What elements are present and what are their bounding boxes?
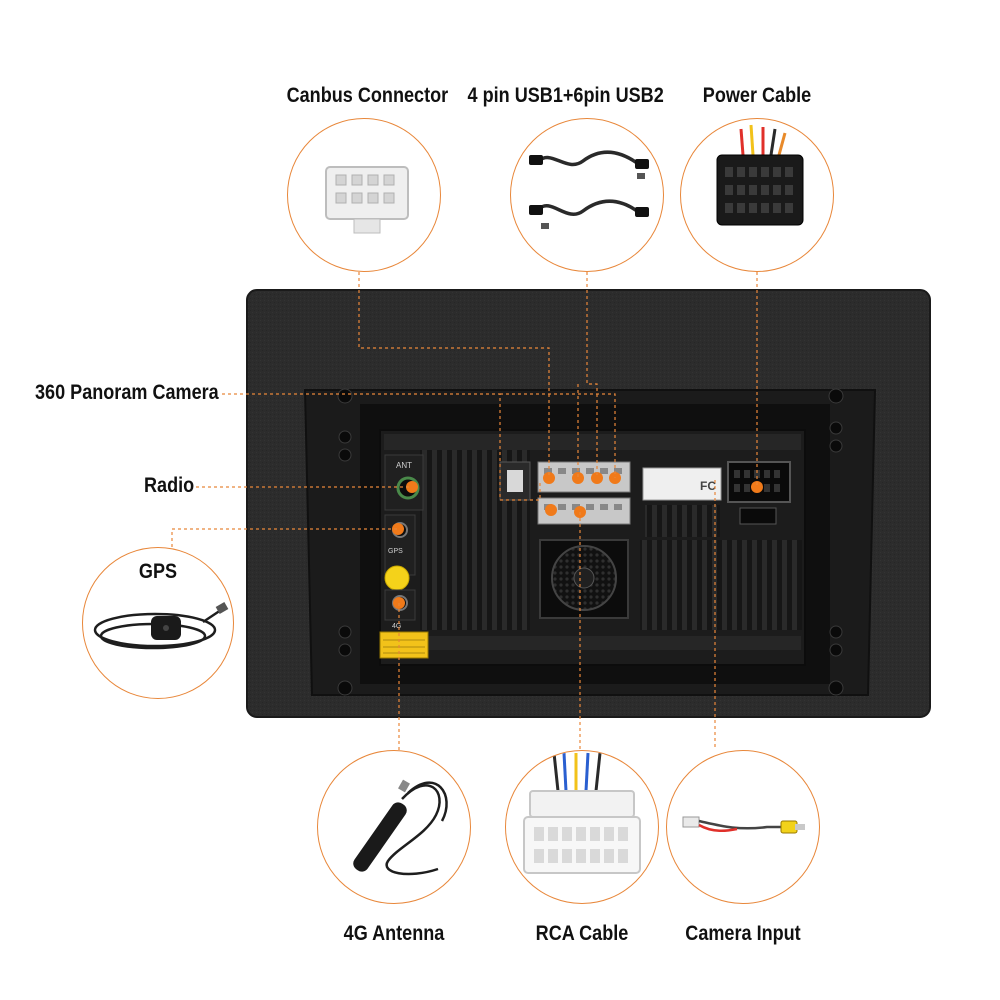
panorama-label: 360 Panoram Camera <box>35 381 219 404</box>
rca-port-dot-1 <box>545 504 557 516</box>
radio-port-dot <box>406 481 418 493</box>
fcc-marking: FC <box>700 479 716 493</box>
camera-input-label: Camera Input <box>685 922 801 945</box>
usb-cable-pair-icon <box>529 150 649 229</box>
gps-label: GPS <box>138 560 178 583</box>
radio-label: Radio <box>144 474 195 497</box>
usb1-port-dot <box>572 472 584 484</box>
power-port-dot <box>751 481 763 493</box>
usb-label: 4 pin USB1+6pin USB2 <box>467 84 664 107</box>
usb2-port-dot <box>591 472 603 484</box>
camera-port <box>507 470 523 492</box>
camera-input-circle <box>666 750 820 904</box>
gps-marking: GPS <box>388 548 403 555</box>
canbus-label: Canbus Connector <box>286 84 449 107</box>
panorama-port-dot <box>609 472 621 484</box>
gps-antenna-puck-icon <box>93 602 229 650</box>
warning-sticker <box>384 565 410 591</box>
usb-cable-circle <box>510 118 664 272</box>
power-cable-circle <box>680 118 834 272</box>
white-multipin-connector-icon <box>325 166 409 234</box>
rca-cable-circle <box>505 750 659 904</box>
fcc-label <box>642 467 722 501</box>
rca-port-dot-2 <box>574 506 586 518</box>
serial-label <box>379 631 429 659</box>
ant-marking: ANT <box>396 461 412 470</box>
4g-stick-antenna-icon <box>353 779 448 876</box>
power-label: Power Cable <box>702 84 812 107</box>
canbus-connector-circle <box>287 118 441 272</box>
canbus-port-dot <box>543 472 555 484</box>
4g-antenna-circle <box>317 750 471 904</box>
gps-port-dot <box>392 523 404 535</box>
4g-marking: 4G <box>392 623 401 630</box>
rca-camera-cable-icon <box>682 816 805 834</box>
gps-circle <box>82 547 234 699</box>
white-wide-connector-icon <box>523 752 641 874</box>
rca-cable-label: RCA Cable <box>535 922 629 945</box>
4g-port-dot <box>393 597 405 609</box>
4g-antenna-label: 4G Antenna <box>343 922 445 945</box>
iso-power-harness-icon <box>716 124 804 226</box>
